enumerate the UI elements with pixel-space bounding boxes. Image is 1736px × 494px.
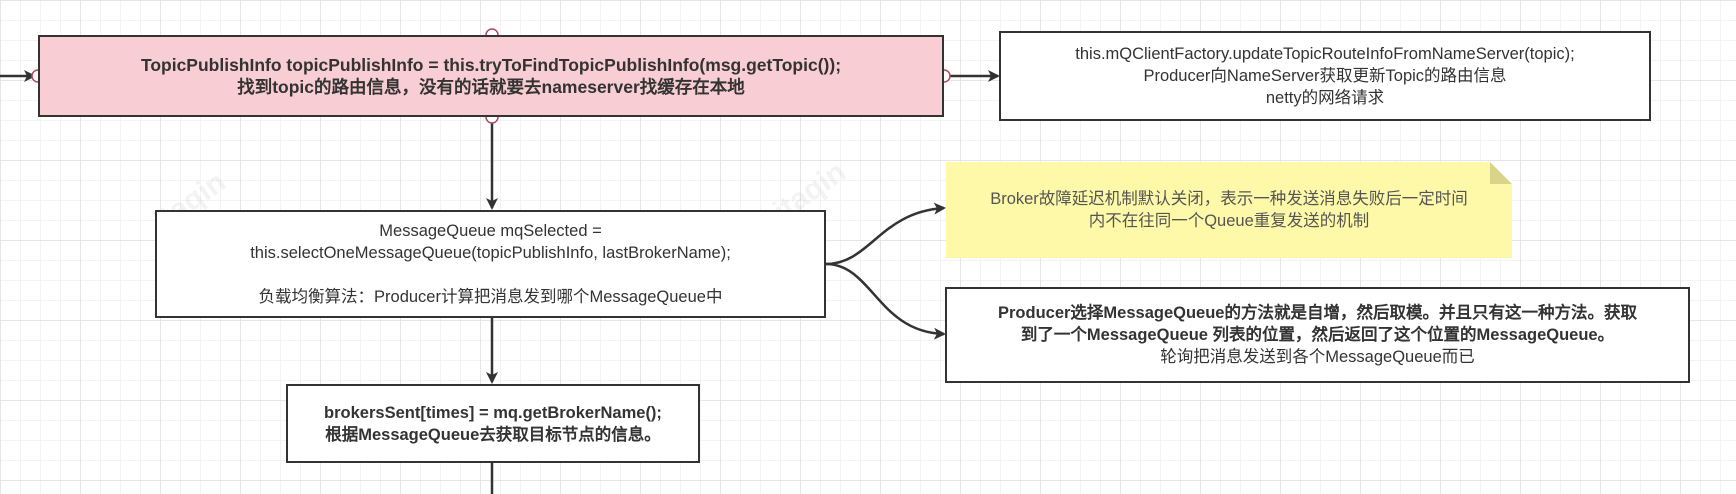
node-text: Producer向NameServer获取更新Topic的路由信息 (1143, 67, 1507, 85)
edge-select-to-note (825, 202, 946, 266)
node-text: 轮询把消息发送到各个MessageQueue而已 (1160, 348, 1475, 366)
note-text: 内不在往同一个Queue重复发送的机制 (1088, 212, 1370, 230)
node-text: this.selectOneMessageQueue(topicPublishI… (250, 244, 731, 262)
node-text: 根据MessageQueue去获取目标节点的信息。 (325, 425, 661, 444)
node-text: this.mQClientFactory.updateTopicRouteInf… (1075, 45, 1575, 63)
node-update-topic-route[interactable]: this.mQClientFactory.updateTopicRouteInf… (999, 31, 1651, 121)
node-text: 找到topic的路由信息，没有的话就要去nameserver找缓存在本地 (237, 77, 745, 97)
node-text: netty的网络请求 (1265, 89, 1385, 107)
node-text: 负载均衡算法：Producer计算把消息发到哪个MessageQueue中 (258, 288, 723, 306)
node-text: MessageQueue mqSelected = (379, 222, 602, 240)
node-topic-publish-info[interactable]: TopicPublishInfo topicPublishInfo = this… (38, 35, 944, 117)
note-text: Broker故障延迟机制默认关闭，表示一种发送消息失败后一定时间 (990, 190, 1468, 208)
node-select-message-queue[interactable]: MessageQueue mqSelected = this.selectOne… (155, 210, 826, 318)
note-fold-corner (1490, 162, 1512, 184)
node-brokers-sent[interactable]: brokersSent[times] = mq.getBrokerName();… (286, 384, 700, 463)
node-text: brokersSent[times] = mq.getBrokerName(); (324, 403, 662, 422)
node-select-method[interactable]: Producer选择MessageQueue的方法就是自增，然后取模。并且只有这… (945, 287, 1690, 383)
note-broker-fault-delay[interactable]: Broker故障延迟机制默认关闭，表示一种发送消息失败后一定时间 内不在往同一个… (946, 162, 1512, 258)
node-text: Producer选择MessageQueue的方法就是自增，然后取模。并且只有这… (998, 304, 1637, 322)
edge-select-to-method (825, 262, 946, 340)
node-text: 到了一个MessageQueue 列表的位置，然后返回了这个位置的Message… (1020, 326, 1615, 344)
node-text: TopicPublishInfo topicPublishInfo = this… (140, 55, 842, 75)
